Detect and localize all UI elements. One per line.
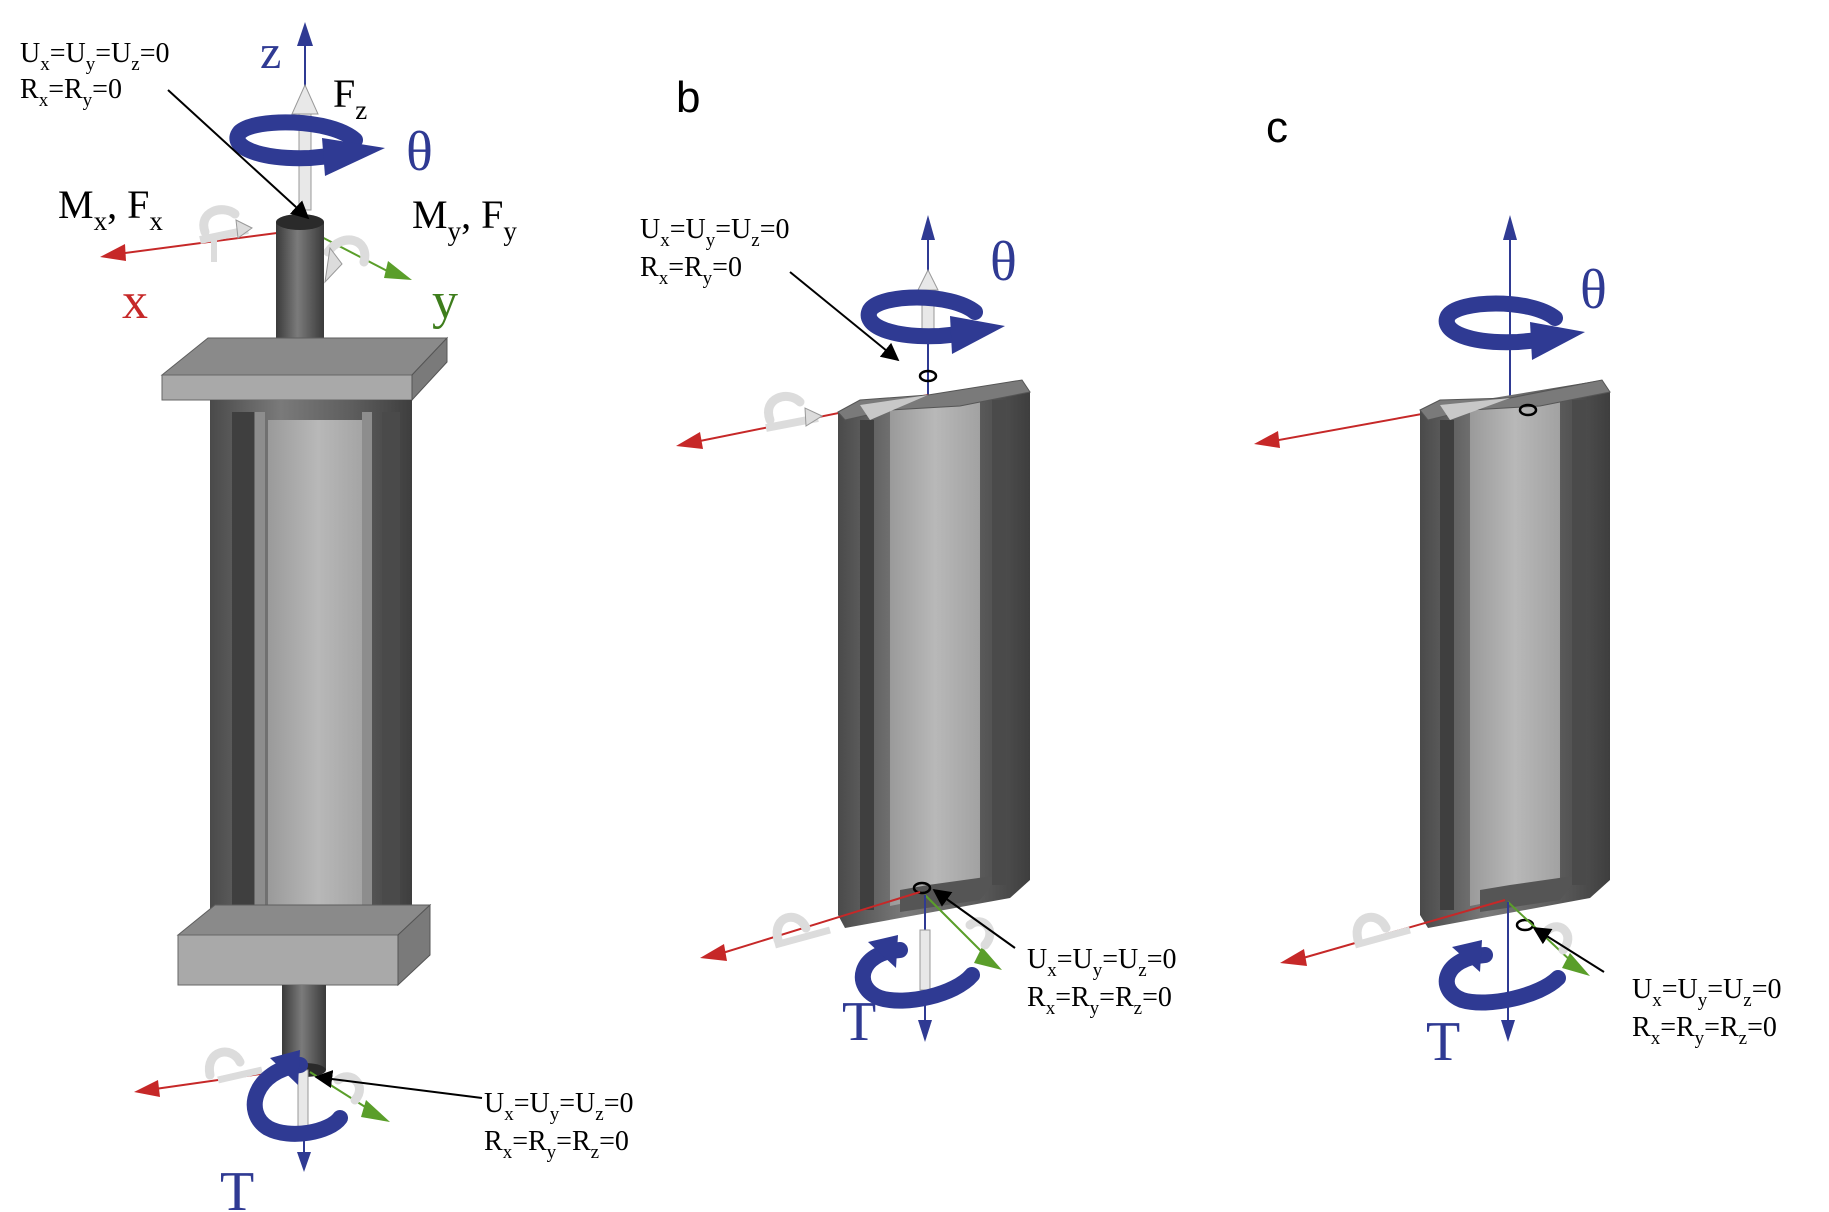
panel-b: b	[640, 73, 1177, 1053]
b-bottom-bc-line-1: Ux=Uy=Uz=0	[1027, 944, 1177, 981]
c-top-node-circle-icon	[1518, 403, 1538, 417]
my-fy-label: My, Fy	[412, 192, 517, 246]
c-bottom-y-axis-arrowhead-icon	[1562, 953, 1590, 976]
b-theta-rotation-arrow-icon	[860, 268, 1005, 354]
c-theta-rotation-arrow-icon	[1438, 295, 1585, 360]
c-bottom-bc-line-2: Rx=Ry=Rz=0	[1632, 1012, 1777, 1049]
b-bottom-x-axis-line	[715, 891, 921, 956]
bottom-clamp-plate	[176, 903, 432, 987]
top-bc-line-1: Ux=Uy=Uz=0	[20, 38, 170, 75]
y-axis-arrowhead-icon	[384, 261, 412, 280]
x-axis-label: x	[122, 273, 148, 330]
b-torque-rotation-arrow-icon	[855, 935, 980, 1009]
c-torque-rotation-arrow-icon	[1438, 940, 1566, 1011]
bottom-bc-line-1: Ux=Uy=Uz=0	[484, 1088, 634, 1125]
torque-rotation-arrow-icon	[246, 1050, 348, 1142]
bottom-y-axis-arrowhead-icon	[361, 1100, 390, 1122]
c-bottom-x-axis-arrowhead-icon	[1280, 949, 1307, 966]
panel-c: c	[1254, 103, 1782, 1073]
specimen-a	[210, 400, 412, 950]
b-torque-label: T	[842, 991, 876, 1053]
b-top-bc-leader-line	[789, 271, 900, 362]
c-torque-label: T	[1426, 1011, 1460, 1073]
fz-label: Fz	[333, 71, 367, 125]
b-bottom-x-axis-arrowhead-icon	[700, 944, 727, 961]
top-bc-line-2: Rx=Ry=0	[20, 74, 122, 111]
panel-a: z x y θ T Fz Mx, Fx My, Fy Ux=Uy=Uz=0 Rx…	[20, 22, 634, 1212]
fz-force-arrow-icon	[291, 83, 319, 211]
c-bottom-bc-line-1: Ux=Uy=Uz=0	[1632, 974, 1782, 1011]
y-axis-line	[311, 231, 396, 276]
z-axis-arrowhead-icon	[297, 22, 313, 46]
z-axis-label: z	[260, 26, 281, 79]
b-bottom-bc-leader-line	[932, 888, 1016, 949]
panel-letter-b: b	[676, 73, 700, 122]
c-x-axis-arrowhead-icon	[1254, 431, 1280, 448]
c-z-axis-arrowhead-icon	[1503, 215, 1517, 240]
panel-letter-c: c	[1266, 103, 1288, 152]
b-bottom-bc-line-2: Rx=Ry=Rz=0	[1027, 982, 1172, 1019]
c-bottom-node-circle-icon	[1515, 918, 1535, 932]
b-top-bc-line-1: Ux=Uy=Uz=0	[640, 214, 790, 251]
b-bottom-z-axis-arrowhead-icon	[918, 1020, 932, 1042]
my-moment-arrow-icon	[323, 235, 370, 284]
y-axis-label: y	[432, 273, 458, 330]
b-x-axis-arrowhead-icon	[676, 432, 703, 449]
mx-moment-arrow-icon	[199, 205, 253, 262]
c-theta-label: θ	[1580, 259, 1607, 321]
specimen-c	[1419, 379, 1611, 928]
theta-label: θ	[406, 121, 433, 183]
mx-fx-label: Mx, Fx	[58, 182, 163, 236]
bottom-x-axis-arrowhead-icon	[134, 1080, 160, 1097]
b-bottom-y-axis-arrowhead-icon	[974, 947, 1002, 970]
b-theta-label: θ	[990, 231, 1017, 293]
torque-label: T	[220, 1161, 254, 1212]
b-bottom-node-circle-icon	[912, 881, 932, 895]
specimen-b	[837, 379, 1031, 928]
c-bottom-z-axis-arrowhead-icon	[1501, 1020, 1515, 1042]
bottom-bc-leader-line	[314, 1070, 483, 1099]
bottom-z-axis-arrowhead-icon	[297, 1152, 311, 1172]
b-top-bc-line-2: Rx=Ry=0	[640, 252, 742, 289]
top-clamp-plate	[160, 336, 449, 402]
b-top-node-circle-icon	[918, 369, 938, 383]
theta-rotation-arrow-icon	[229, 114, 385, 176]
x-axis-arrowhead-icon	[100, 244, 126, 261]
c-bottom-bc-leader-line	[1532, 927, 1605, 973]
bottom-bc-line-2: Rx=Ry=Rz=0	[484, 1126, 629, 1163]
b-z-axis-arrowhead-icon	[921, 215, 935, 240]
top-bc-leader-line	[167, 89, 310, 220]
